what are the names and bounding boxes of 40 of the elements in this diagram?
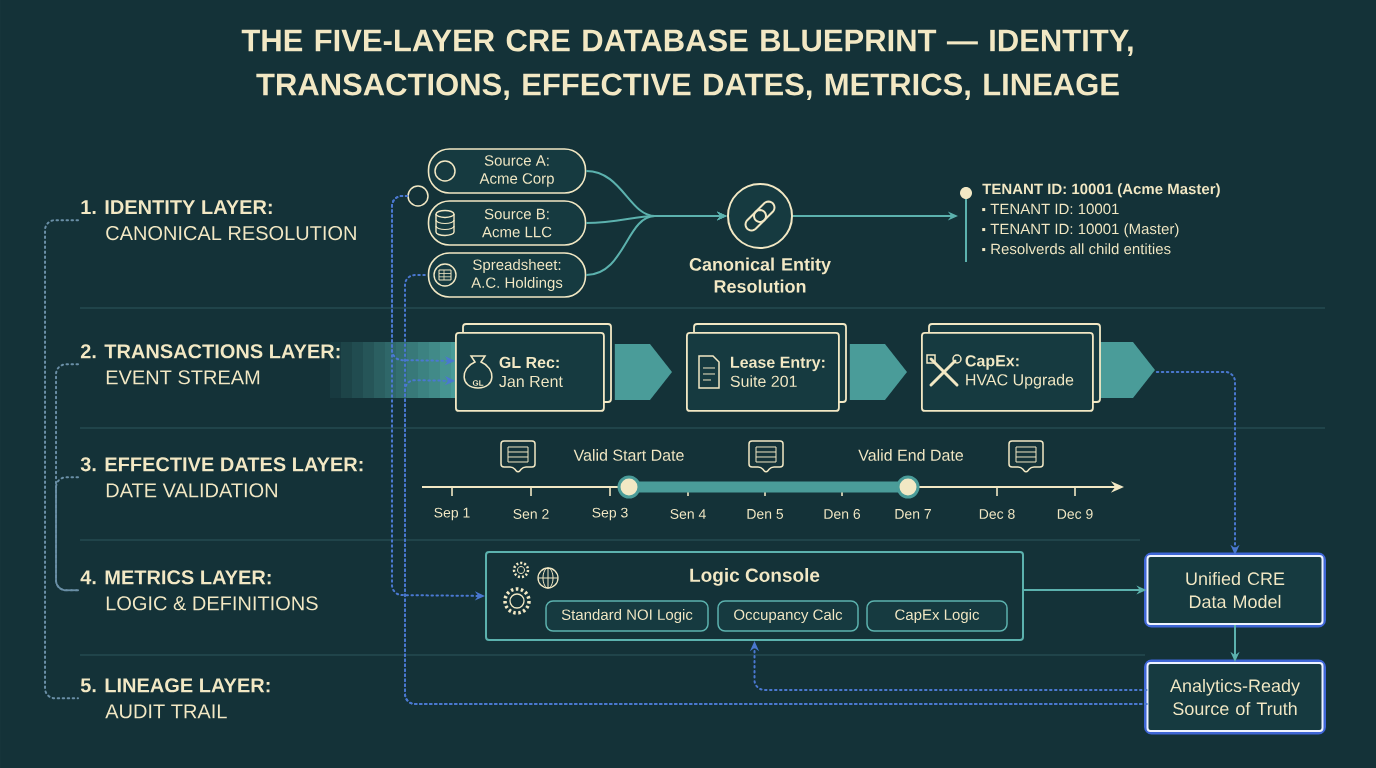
date-caption: Valid Start Date <box>573 449 684 461</box>
connector-line <box>55 476 79 592</box>
layer-heading: 3. EFFECTIVE DATES LAYER: DATE VALIDATION <box>80 457 363 498</box>
node-label: TENANT ID: 10001 (Master) <box>990 223 1179 238</box>
layer-heading: 2. TRANSACTIONS LAYER: EVENT STREAM <box>80 344 340 385</box>
logic-tag: Standard NOI Logic <box>545 600 709 632</box>
source-pill: Spreadsheet: A.C. Holdings <box>427 252 587 298</box>
logic-tag: Occupancy Calc <box>717 600 859 632</box>
layer-heading: 4. METRICS LAYER: LOGIC & DEFINITIONS <box>80 570 318 611</box>
source-pill: Source A: Acme Corp <box>427 148 587 194</box>
tenant-record: TENANT ID: 10001 (Acme Master) TENANT ID: 10001 TENANT ID: 10001 (Master) Resolverds all child entities <box>960 183 1220 263</box>
node-label: TENANT ID: 10001 (Acme Master) <box>982 183 1220 198</box>
date-label: Sen 2 <box>513 509 549 519</box>
date-label: Sep 1 <box>434 507 470 521</box>
date-label: Sen 4 <box>670 509 706 519</box>
date-label: Den 6 <box>824 509 861 519</box>
connector-line <box>44 219 79 700</box>
layer-heading: 1. IDENTITY LAYER: CANONICAL RESOLUTION <box>81 200 356 241</box>
circle-node <box>407 185 429 207</box>
node-label: TENANT ID: 10001 <box>990 203 1119 215</box>
connector-line <box>404 274 1148 705</box>
date-label: Den 5 <box>747 509 784 519</box>
date-caption: Valid End Date <box>858 449 964 461</box>
logic-tag: CapEx Logic <box>866 600 1008 632</box>
model-box: Unified CRE Data Model <box>1144 552 1326 628</box>
date-label: Sep 3 <box>592 507 628 521</box>
record-card: Lease Entry: Suite 201 <box>686 323 847 412</box>
bag-label: GL <box>472 380 484 386</box>
connector-line <box>55 363 79 592</box>
model-box: Analytics-Ready Source of Truth <box>1144 659 1326 735</box>
stream-chevron <box>849 343 907 400</box>
stream-chevron <box>614 343 672 400</box>
source-pill: Source B: Acme LLC <box>427 200 587 246</box>
date-label: Dec 8 <box>979 509 1015 519</box>
date-label: Den 7 <box>895 509 931 519</box>
record-card: CapEx: HVAC Upgrade <box>921 323 1101 412</box>
node-label: Resolverds all child entities <box>991 243 1171 255</box>
date-label: Dec 9 <box>1057 509 1093 519</box>
layer-heading: 5. LINEAGE LAYER: AUDIT TRAIL <box>80 678 270 719</box>
title: THE FIVE-LAYER CRE DATABASE BLUEPRINT — IDENTITY, TRANSACTIONS, EFFECTIVE DATES, METRICS, LINEAGE <box>241 29 1133 100</box>
